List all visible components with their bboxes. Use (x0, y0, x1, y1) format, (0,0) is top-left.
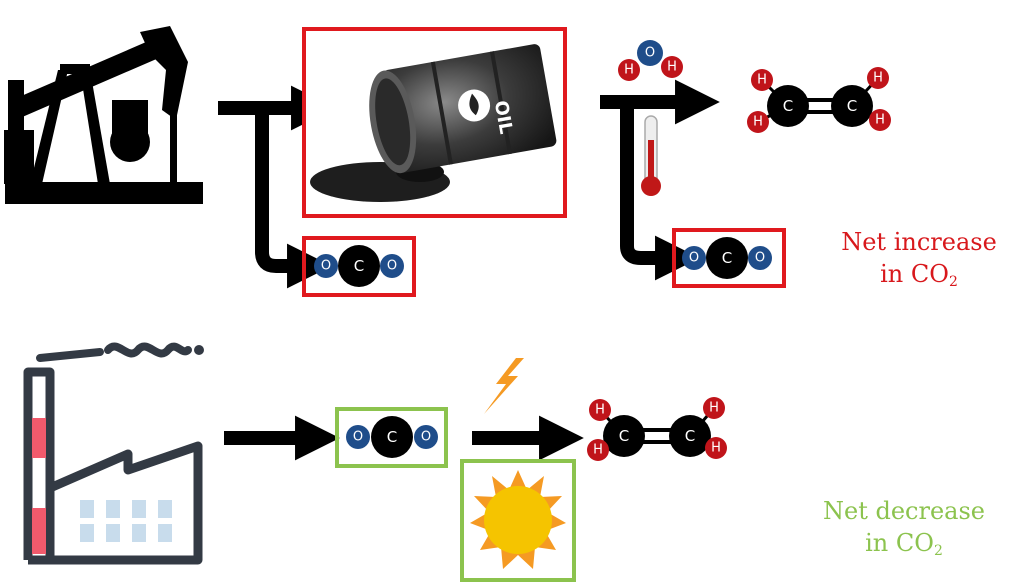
lightning-icon (484, 358, 524, 414)
hydrogen-label: H (873, 71, 883, 86)
net-increase-caption: Net increase in CO2 (824, 226, 1014, 298)
hydrogen-label: H (595, 403, 605, 418)
sun-box (460, 459, 576, 582)
fork-arrow-2 (600, 79, 720, 281)
net-increase-line1: Net increase (841, 228, 997, 256)
hydrogen-label: H (593, 443, 603, 458)
oil-pump-icon (4, 26, 203, 204)
hydrogen-label: H (757, 73, 767, 88)
net-decrease-line1: Net decrease (823, 497, 985, 525)
net-increase-subscript: 2 (948, 274, 958, 290)
co2-box-bottom (335, 407, 448, 468)
oil-barrel-icon: OIL (310, 44, 557, 202)
carbon-label: C (722, 249, 732, 267)
net-increase-co: in CO (880, 260, 949, 288)
hydrogen-label: H (667, 60, 677, 75)
carbon-label: C (619, 427, 629, 445)
carbon-label: C (685, 427, 695, 445)
carbon-label: C (847, 97, 857, 115)
thermometer-icon (641, 115, 661, 196)
oxygen-label: O (689, 251, 699, 266)
carbon-label: C (783, 97, 793, 115)
net-increase-line2: in CO2 (824, 258, 1014, 298)
co2-box-top-right (672, 228, 786, 288)
hydrogen-label: H (709, 401, 719, 416)
co2-molecule-top-right: O C O (682, 237, 772, 279)
carbon-label: C (387, 428, 397, 446)
oxygen-label: O (755, 251, 765, 266)
net-decrease-subscript: 2 (933, 543, 943, 559)
oxygen-label: O (645, 46, 655, 61)
hydrogen-label: H (711, 441, 721, 456)
hydrogen-label: H (875, 113, 885, 128)
net-decrease-co: in CO (865, 529, 934, 557)
fork-arrow-1 (218, 85, 336, 289)
ethylene-molecule-bottom: C C H H H H (587, 397, 727, 461)
net-decrease-caption: Net decrease in CO2 (806, 495, 1002, 567)
hydrogen-label: H (753, 115, 763, 130)
carbon-label: C (354, 257, 364, 275)
net-decrease-line2: in CO2 (806, 527, 1002, 567)
oxygen-label: O (321, 259, 331, 274)
ethylene-molecule-top: C C H H H H (747, 67, 891, 133)
water-molecule: H H O (618, 40, 683, 81)
co2-molecule-top-left: O C O (314, 245, 404, 287)
co2-molecule-bottom: O C O (346, 416, 438, 458)
oxygen-label: O (387, 259, 397, 274)
factory-icon (23, 342, 204, 565)
hydrogen-label: H (624, 63, 634, 78)
co2-box-top-left (302, 236, 416, 297)
oxygen-label: O (421, 430, 431, 445)
oxygen-label: O (353, 430, 363, 445)
sun-icon (470, 470, 566, 569)
